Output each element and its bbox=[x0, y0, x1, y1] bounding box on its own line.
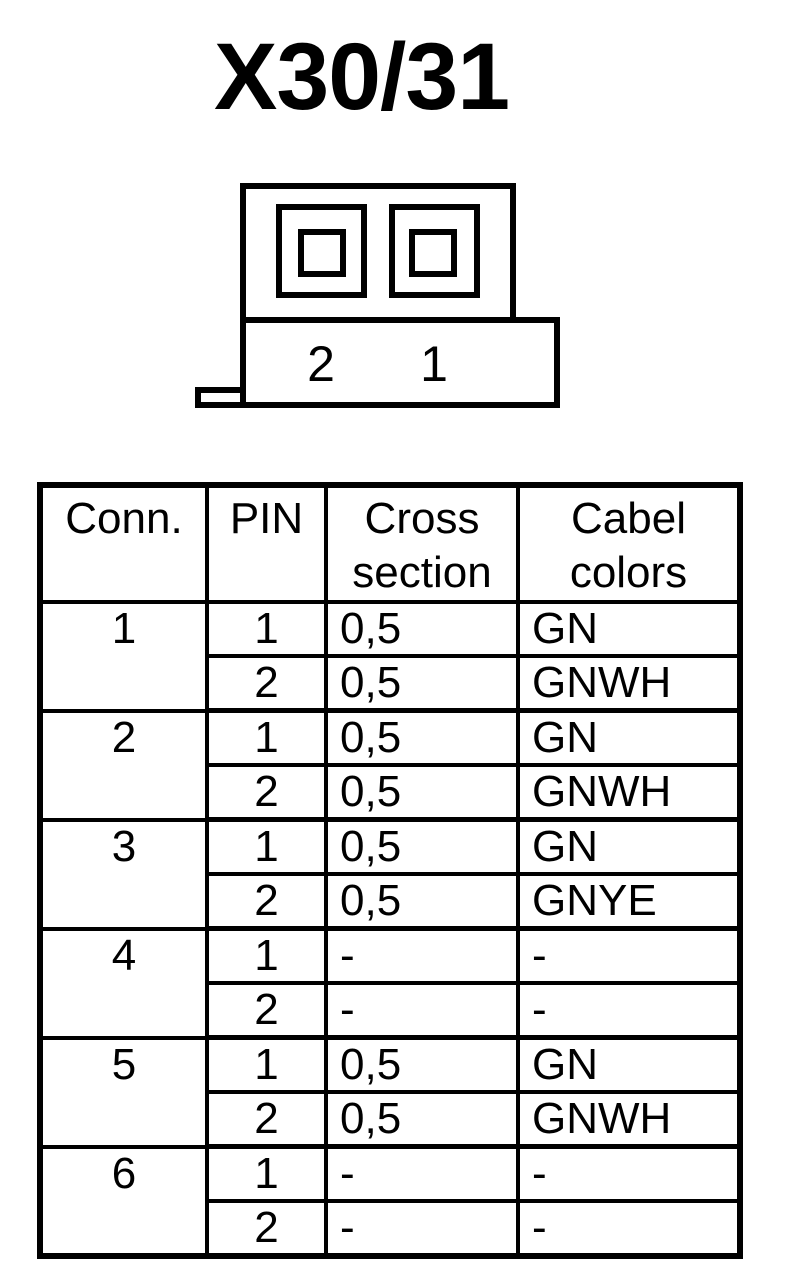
conn-cell: 3 bbox=[38, 817, 209, 931]
cross-section-cell: 0,5 bbox=[324, 600, 520, 658]
pin-2-cavity-outer bbox=[276, 204, 367, 298]
cross-section-cell: 0,5 bbox=[324, 817, 520, 876]
pin-1-cavity-outer bbox=[389, 204, 480, 298]
page-title: X30/31 bbox=[214, 24, 510, 130]
pin-cell: 2 bbox=[205, 763, 328, 822]
cross-section-cell: 0,5 bbox=[324, 763, 520, 822]
cable-color-cell: GN bbox=[516, 817, 742, 876]
pin-cell: 1 bbox=[205, 817, 328, 876]
cross-section-cell: 0,5 bbox=[324, 708, 520, 767]
header-cable-colors: Cabel colors bbox=[516, 483, 742, 604]
pin-cell: 1 bbox=[205, 1144, 328, 1203]
table-header-row: Conn. PIN Cross section Cabel colors bbox=[38, 483, 742, 604]
connector-foot-tab bbox=[195, 387, 246, 408]
cable-color-cell: GNWH bbox=[516, 763, 742, 822]
cable-color-cell: GNYE bbox=[516, 872, 742, 931]
pin-cell: 1 bbox=[205, 1035, 328, 1094]
pin-label-2: 2 bbox=[307, 336, 335, 392]
pin-1-cavity-inner bbox=[409, 229, 457, 277]
table-row: 2 0,5 GNYE bbox=[40, 872, 742, 931]
cross-section-cell: 0,5 bbox=[324, 654, 520, 713]
pin-cell: 2 bbox=[205, 981, 328, 1040]
header-conn: Conn. bbox=[38, 483, 209, 604]
conn-cell: 5 bbox=[38, 1035, 209, 1149]
cable-color-cell: - bbox=[516, 1199, 742, 1259]
cross-section-cell: 0,5 bbox=[324, 872, 520, 931]
cross-section-cell: - bbox=[324, 1199, 520, 1259]
connector-diagram: 2 1 bbox=[0, 0, 800, 440]
pin-cell: 1 bbox=[205, 708, 328, 767]
table-row: 2 - - bbox=[40, 1199, 742, 1259]
pin-assignment-table: Conn. PIN Cross section Cabel colors 1 1… bbox=[37, 482, 743, 1259]
pin-label-1: 1 bbox=[420, 336, 448, 392]
connector-base-outline bbox=[240, 317, 560, 408]
cable-color-cell: - bbox=[516, 981, 742, 1040]
pin-cell: 2 bbox=[205, 654, 328, 713]
cross-section-cell: - bbox=[324, 926, 520, 985]
cross-section-cell: - bbox=[324, 981, 520, 1040]
cross-section-cell: - bbox=[324, 1144, 520, 1203]
pin-cell: 1 bbox=[205, 600, 328, 658]
cable-color-cell: GNWH bbox=[516, 1090, 742, 1149]
pin-cell: 2 bbox=[205, 872, 328, 931]
table-row: 2 - - bbox=[40, 981, 742, 1040]
conn-cell: 6 bbox=[38, 1144, 209, 1258]
pin-cell: 2 bbox=[205, 1199, 328, 1259]
cross-section-cell: 0,5 bbox=[324, 1035, 520, 1094]
pin-2-cavity-inner bbox=[298, 229, 346, 277]
table-row: 3 1 0,5 GN bbox=[38, 817, 742, 931]
cross-section-cell: 0,5 bbox=[324, 1090, 520, 1149]
cable-color-cell: GN bbox=[516, 708, 742, 767]
cable-color-cell: GN bbox=[516, 600, 742, 658]
conn-cell: 4 bbox=[38, 926, 209, 1040]
conn-cell: 2 bbox=[38, 708, 209, 822]
table-row: 1 1 0,5 GN bbox=[38, 600, 742, 713]
conn-cell: 1 bbox=[38, 600, 209, 713]
header-pin: PIN bbox=[205, 483, 328, 604]
table-row: 4 1 - - bbox=[38, 926, 742, 1040]
table-row: 2 1 0,5 GN bbox=[38, 708, 742, 822]
pin-cell: 1 bbox=[205, 926, 328, 985]
table-row: 5 1 0,5 GN bbox=[38, 1035, 742, 1149]
cable-color-cell: GN bbox=[516, 1035, 742, 1094]
cable-color-cell: - bbox=[516, 1144, 742, 1203]
table-row: 2 0,5 GNWH bbox=[40, 1090, 742, 1149]
cable-color-cell: GNWH bbox=[516, 654, 742, 713]
header-cross-section: Cross section bbox=[324, 483, 520, 604]
pin-cell: 2 bbox=[205, 1090, 328, 1149]
cable-color-cell: - bbox=[516, 926, 742, 985]
table-row: 6 1 - - bbox=[38, 1144, 742, 1258]
table-row: 2 0,5 GNWH bbox=[40, 654, 742, 713]
table-row: 2 0,5 GNWH bbox=[40, 763, 742, 822]
